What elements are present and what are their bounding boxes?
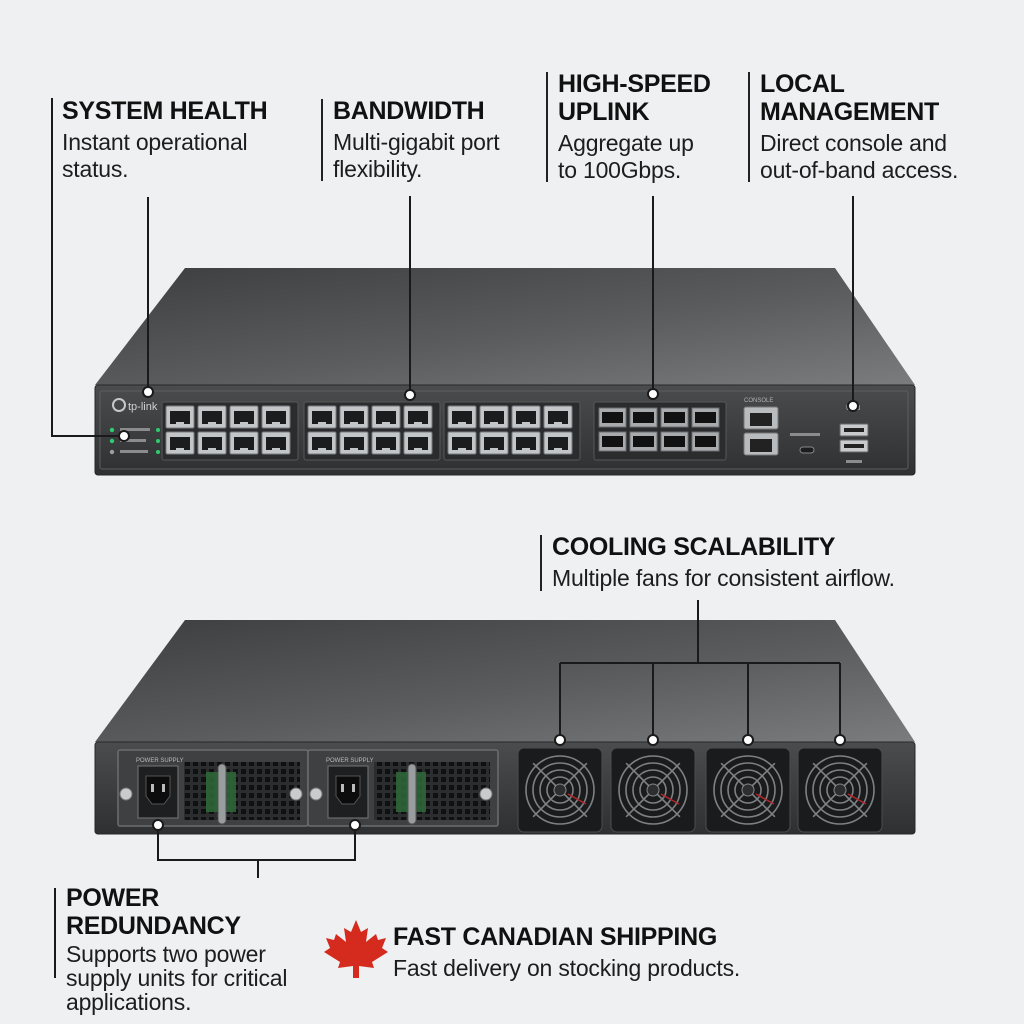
rj45-port-icon (371, 405, 401, 429)
callout-body: Multi-gigabit port flexibility. (333, 129, 500, 182)
psu-bay: POWER SUPPLY (307, 749, 499, 827)
sfp-port-icon (660, 407, 689, 428)
svg-text:tp-link: tp-link (128, 401, 158, 413)
callout-cooling: COOLING SCALABILITY Multiple fans for co… (540, 533, 960, 592)
power-inlet-icon (327, 765, 369, 819)
sfp-port-icon (691, 407, 720, 428)
sfp-port-icon (660, 431, 689, 452)
callout-body: Aggregate up to 100Gbps. (558, 130, 694, 183)
svg-text:CONSOLE: CONSOLE (744, 398, 773, 404)
psu-bay: POWER SUPPLY (117, 749, 309, 827)
rj45-port-icon (511, 431, 541, 455)
rj45-port-icon (229, 405, 259, 429)
rj45-port-icon (511, 405, 541, 429)
svg-text:POWER SUPPLY: POWER SUPPLY (326, 758, 374, 764)
callout-management: LOCAL MANAGEMENT Direct console and out-… (748, 70, 998, 184)
svg-text:POWER SUPPLY: POWER SUPPLY (136, 758, 184, 764)
leader-lines (51, 98, 859, 978)
callout-shipping: FAST CANADIAN SHIPPING Fast delivery on … (393, 923, 813, 982)
rj45-port-bank (161, 401, 581, 461)
callout-body: Multiple fans for consistent airflow. (552, 565, 895, 591)
sfp-port-icon (598, 431, 627, 452)
rj45-port-icon (339, 431, 369, 455)
power-inlet-icon (137, 765, 179, 819)
callout-uplink: HIGH-SPEED UPLINK Aggregate up to 100Gbp… (546, 70, 736, 184)
sfp-port-icon (629, 407, 658, 428)
rj45-port-icon (403, 405, 433, 429)
fan-icon (517, 747, 603, 833)
rj45-port-icon (307, 405, 337, 429)
callout-power: POWER REDUNDANCY Supports two power supp… (66, 884, 336, 1014)
callout-rule (546, 72, 548, 182)
callout-title: COOLING SCALABILITY (552, 533, 836, 561)
rj45-port-icon (371, 431, 401, 455)
rj45-port-icon (229, 431, 259, 455)
callout-title: SYSTEM HEALTH (62, 97, 268, 125)
rj45-port-icon (307, 431, 337, 455)
rj45-port-icon (165, 431, 195, 455)
usb-port-icon: USB (839, 405, 869, 463)
sfp-port-icon (598, 407, 627, 428)
callout-title: HIGH-SPEED UPLINK (558, 70, 711, 126)
fan-icon (797, 747, 883, 833)
rj45-port-icon (543, 431, 573, 455)
console-ports: CONSOLE (743, 398, 820, 456)
rear-switch: POWER SUPPLY POWER SUPPLY (94, 620, 916, 835)
callout-rule (321, 99, 323, 181)
callout-system-health: SYSTEM HEALTH Instant operational status… (62, 97, 302, 183)
rj45-port-icon (261, 405, 291, 429)
callout-rule (540, 535, 542, 591)
callout-body: Supports two power supply units for crit… (66, 941, 288, 1015)
sfp-port-icon (691, 431, 720, 452)
sfp-port-bank (593, 401, 727, 461)
rj45-port-icon (339, 405, 369, 429)
rj45-port-icon (447, 405, 477, 429)
callout-title: LOCAL MANAGEMENT (760, 70, 939, 126)
callout-body: Fast delivery on stocking products. (393, 955, 741, 981)
front-switch: tp-link CONSOLE (94, 268, 916, 476)
rj45-port-icon (479, 405, 509, 429)
callout-body: Direct console and out-of-band access. (760, 130, 959, 183)
tp-link-logo-icon: tp-link (112, 398, 158, 413)
rj45-port-icon (197, 405, 227, 429)
callout-title: BANDWIDTH (333, 97, 485, 125)
fan-array (517, 747, 883, 833)
sfp-port-icon (629, 431, 658, 452)
rj45-port-icon (165, 405, 195, 429)
callout-body: Instant operational status. (62, 129, 248, 182)
fan-icon (705, 747, 791, 833)
maple-leaf-icon (324, 920, 388, 978)
rj45-port-icon (543, 405, 573, 429)
rj45-port-icon (261, 431, 291, 455)
rj45-port-icon (403, 431, 433, 455)
rj45-port-icon (197, 431, 227, 455)
fan-icon (610, 747, 696, 833)
status-leds (109, 427, 160, 455)
rj45-port-icon (447, 431, 477, 455)
rj45-port-icon (479, 431, 509, 455)
callout-title: FAST CANADIAN SHIPPING (393, 923, 717, 951)
callout-bandwidth: BANDWIDTH Multi-gigabit port flexibility… (321, 97, 511, 183)
callout-rule (748, 72, 750, 182)
callout-title: POWER REDUNDANCY (66, 884, 241, 940)
psu-bays: POWER SUPPLY POWER SUPPLY (117, 749, 499, 827)
